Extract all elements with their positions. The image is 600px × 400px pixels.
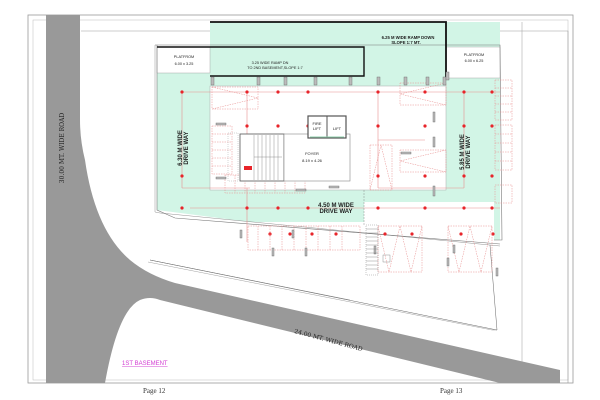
fire-lift-label-line2: LIFT	[313, 126, 322, 131]
platform-right-label-line1: PLATFROM	[464, 53, 484, 57]
platform-left	[156, 46, 211, 74]
foyer-label: FOYER	[305, 151, 319, 156]
driveway-bottom-label-line1: 4.50 M WIDE	[318, 203, 354, 209]
foyer-size-label: 8.19 x 4.26	[302, 158, 323, 163]
ramp-down-label-line2: SLOPE 1:7 MT.	[391, 40, 420, 45]
driveway-left-label-line2: DRIVE WAY	[184, 131, 190, 164]
ramp-dn-label-line2: TO 2ND BASEMENT,SLOPE 1:7	[247, 66, 302, 70]
driveway-right-label-line2: DRIVE WAY	[466, 135, 472, 168]
page-number-left: Page 12	[143, 387, 166, 395]
driveway-right-label-line1: 5.85 M WIDE	[460, 134, 466, 170]
foyer-room	[283, 133, 351, 182]
platform-right	[445, 46, 501, 79]
road-area	[46, 15, 560, 383]
lift-block	[307, 115, 347, 139]
lift-label: LIFT	[333, 126, 342, 131]
platform-right-label-line2: 6.00 x 6.25	[465, 59, 484, 63]
platform-left-label-line2: 6.00 x 3.25	[175, 62, 194, 66]
basement-outline-2	[156, 45, 501, 245]
ramp-wall-upper	[210, 21, 447, 80]
fire-lift-label-line1: FIRE	[312, 121, 321, 126]
road-label-30m: 30.00 MT. WIDE ROAD	[59, 113, 66, 184]
page-number-right: Page 13	[440, 387, 463, 395]
ramp-down-label-line1: 6.25 M WIDE RAMP DOWN	[382, 35, 435, 40]
driveway-bottom-label-line2: DRIVE WAY	[319, 209, 352, 215]
ramp-wall-lower	[157, 46, 365, 77]
basement-outline	[155, 44, 503, 241]
driveway-left-label-line1: 6.30 M WIDE	[178, 130, 184, 166]
sheet-title: 1ST BASEMENT	[122, 361, 168, 367]
property-line-diag-2	[147, 261, 497, 331]
pillars	[210, 71, 499, 277]
ramp-steps	[363, 190, 391, 276]
sheet-border	[27, 14, 574, 384]
platform-left-label-line1: PLATFROM	[174, 55, 194, 59]
ramp-dn-label-line1: 3.25 WIDE RAMP DN	[252, 61, 289, 65]
staircase	[227, 132, 285, 182]
